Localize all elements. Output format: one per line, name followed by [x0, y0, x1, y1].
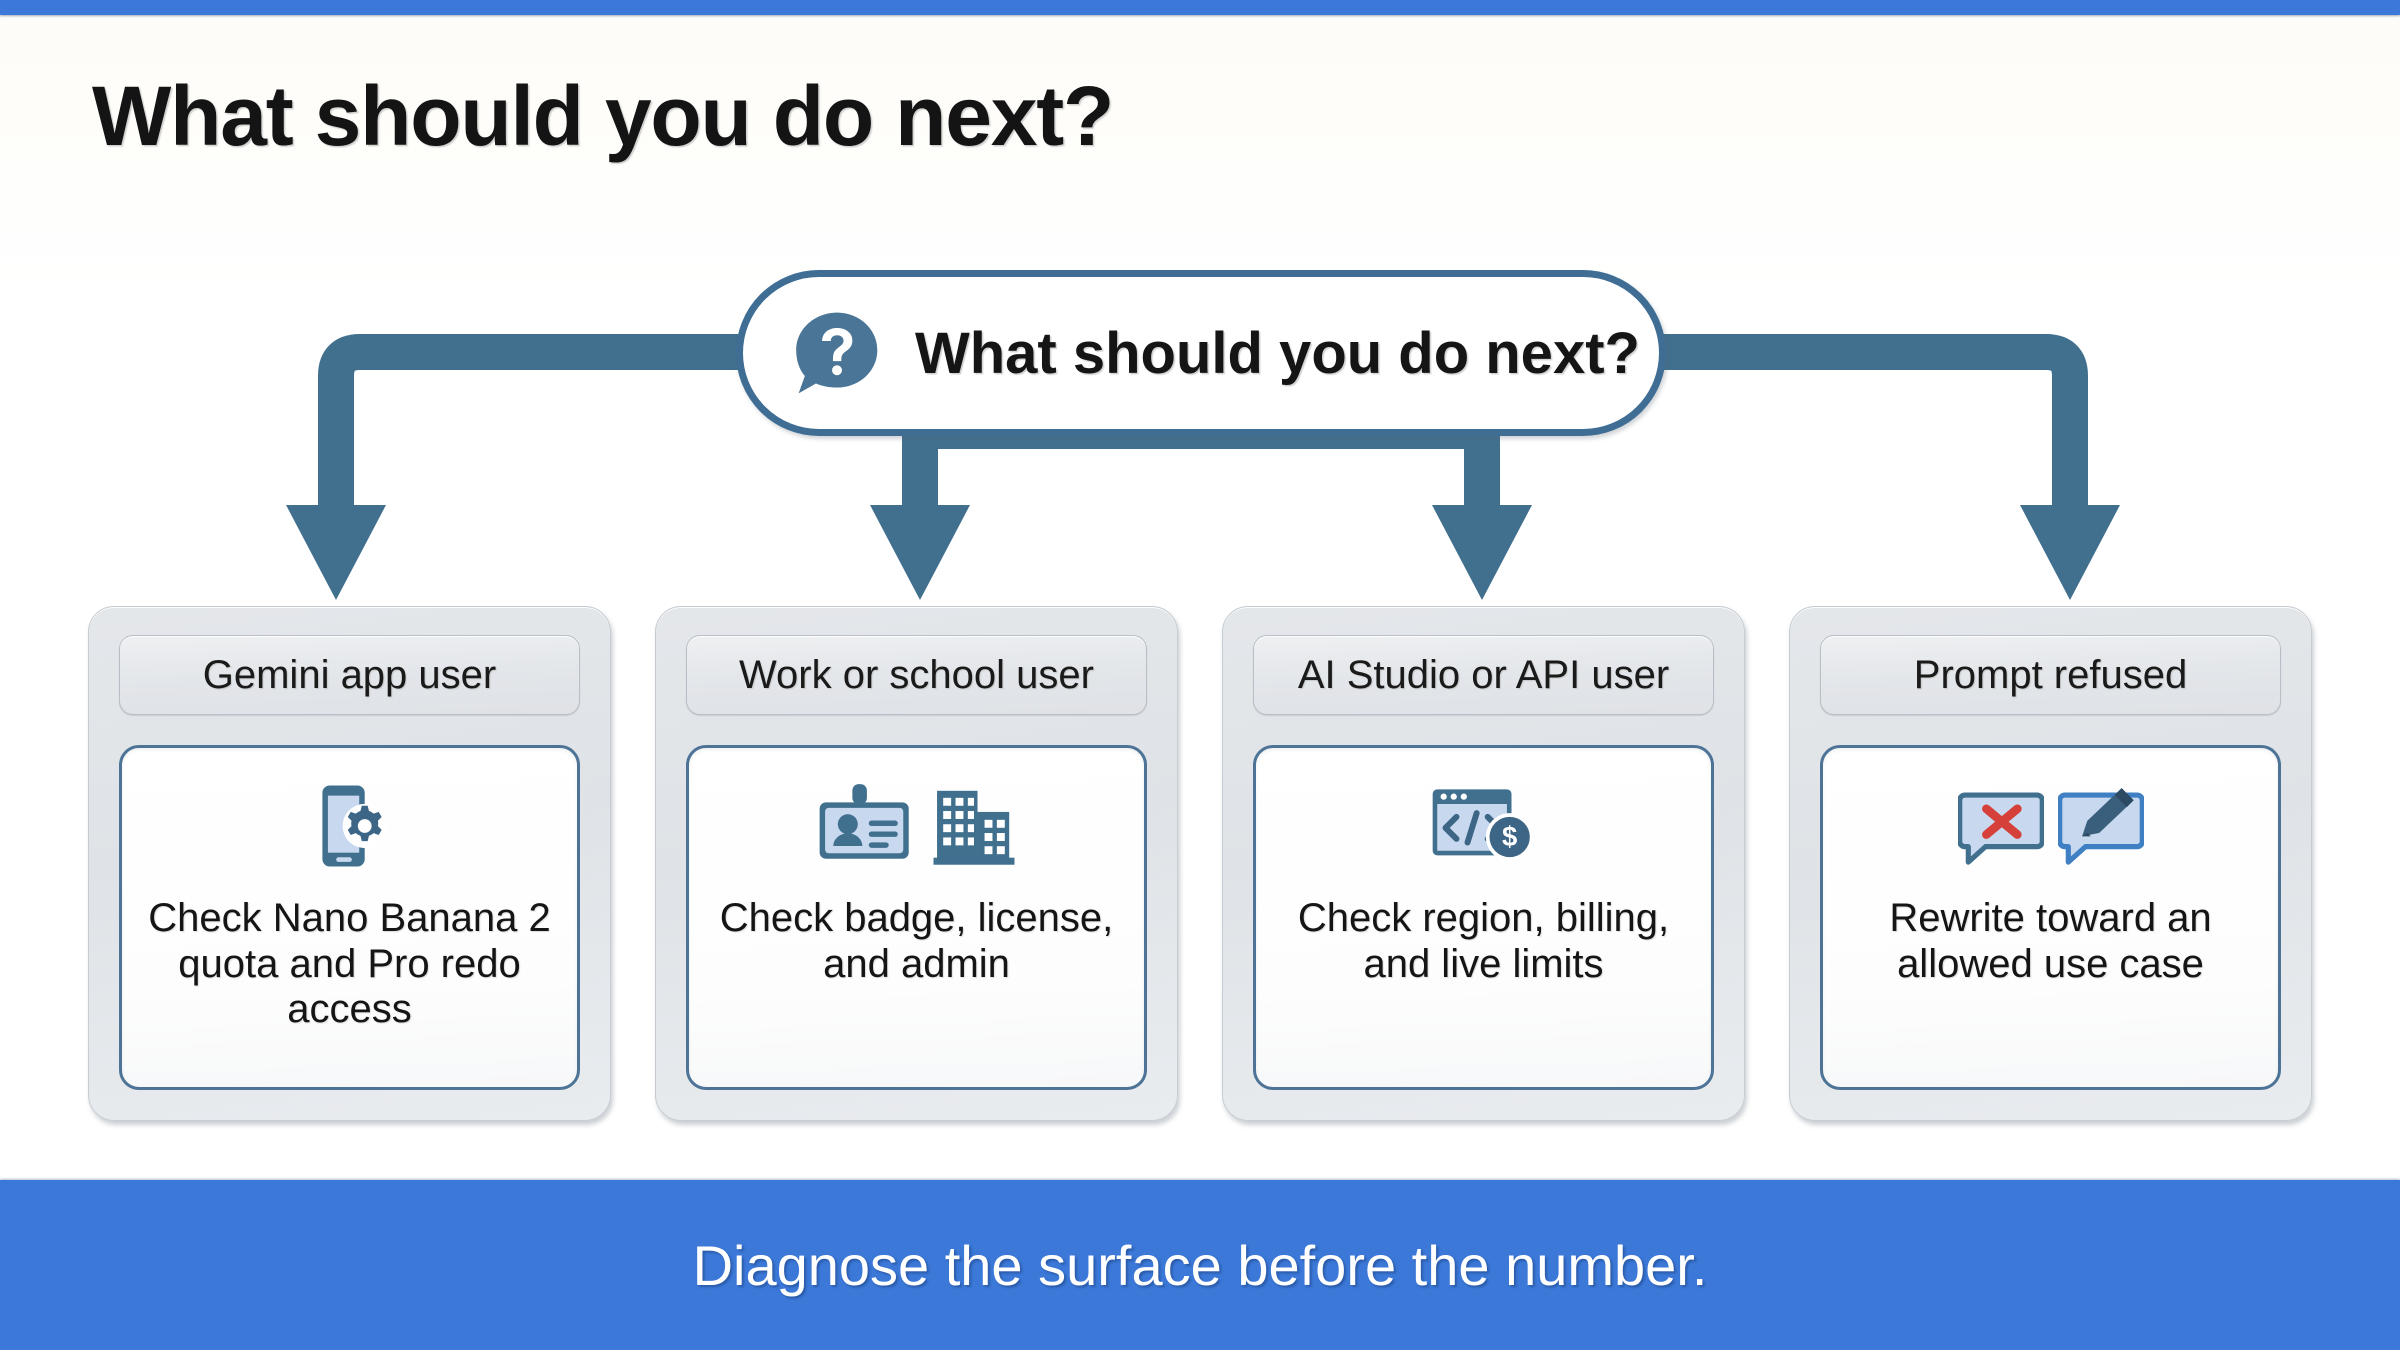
card-header-badge: Gemini app user [119, 635, 580, 715]
speech-bubble-x-icon [1957, 792, 2044, 865]
question-pill[interactable]: What should you do next? [736, 270, 1666, 436]
connector-branch-2 [870, 440, 970, 600]
dollar-coin-icon: $ [1485, 813, 1533, 861]
svg-text:$: $ [1502, 821, 1517, 852]
card-header-badge: Prompt refused [1820, 635, 2281, 715]
card-icon-group: $ [1429, 772, 1539, 880]
card-body: Rewrite toward an allowed use case [1820, 745, 2281, 1090]
branch-card-ai-studio-or-api-user[interactable]: AI Studio or API user [1222, 606, 1745, 1121]
phone-gear-icon [321, 785, 387, 867]
branch-card-work-or-school-user[interactable]: Work or school user [655, 606, 1178, 1121]
connector-branch-4 [1660, 334, 2120, 600]
card-header-label: Gemini app user [202, 652, 497, 697]
card-header-label: Prompt refused [1913, 652, 2188, 697]
card-header-label: AI Studio or API user [1297, 652, 1670, 697]
card-body: $ Check region, billing, and live limits [1253, 745, 1714, 1090]
question-pill-label: What should you do next? [915, 320, 1640, 386]
card-body-text: Check Nano Banana 2 quota and Pro redo a… [148, 896, 551, 1032]
card-header-label: Work or school user [739, 652, 1094, 697]
connector-branch-3 [1432, 440, 1532, 600]
footer-banner: Diagnose the surface before the number. [0, 1180, 2400, 1350]
question-speech-bubble-icon [789, 305, 885, 401]
speech-bubble-pencil-icon [2057, 788, 2144, 865]
card-icon-group [1957, 772, 2144, 880]
connector-branch-1 [286, 334, 742, 600]
card-icon-group [816, 772, 1018, 880]
card-body-text: Check region, billing, and live limits [1297, 896, 1670, 986]
office-building-icon [933, 790, 1014, 865]
footer-tagline: Diagnose the surface before the number. [692, 1233, 1708, 1297]
code-window-dollar-icon: $ [1432, 789, 1533, 861]
card-header-badge: Work or school user [686, 635, 1147, 715]
card-header-badge: AI Studio or API user [1253, 635, 1714, 715]
card-body: Check Nano Banana 2 quota and Pro redo a… [119, 745, 580, 1090]
card-body-text: Rewrite toward an allowed use case [1889, 896, 2212, 986]
top-accent-strip [0, 0, 2400, 15]
card-body-text: Check badge, license, and admin [719, 896, 1114, 986]
card-icon-group [304, 772, 396, 880]
branch-card-prompt-refused[interactable]: Prompt refused Rewrite toward an allow [1789, 606, 2312, 1121]
branch-card-row: Gemini app user Check Nano B [88, 606, 2316, 1121]
card-body: Check badge, license, and admin [686, 745, 1147, 1090]
page-title: What should you do next? [92, 69, 1114, 163]
branch-card-gemini-app-user[interactable]: Gemini app user Check Nano B [88, 606, 611, 1121]
id-badge-icon [819, 784, 909, 859]
